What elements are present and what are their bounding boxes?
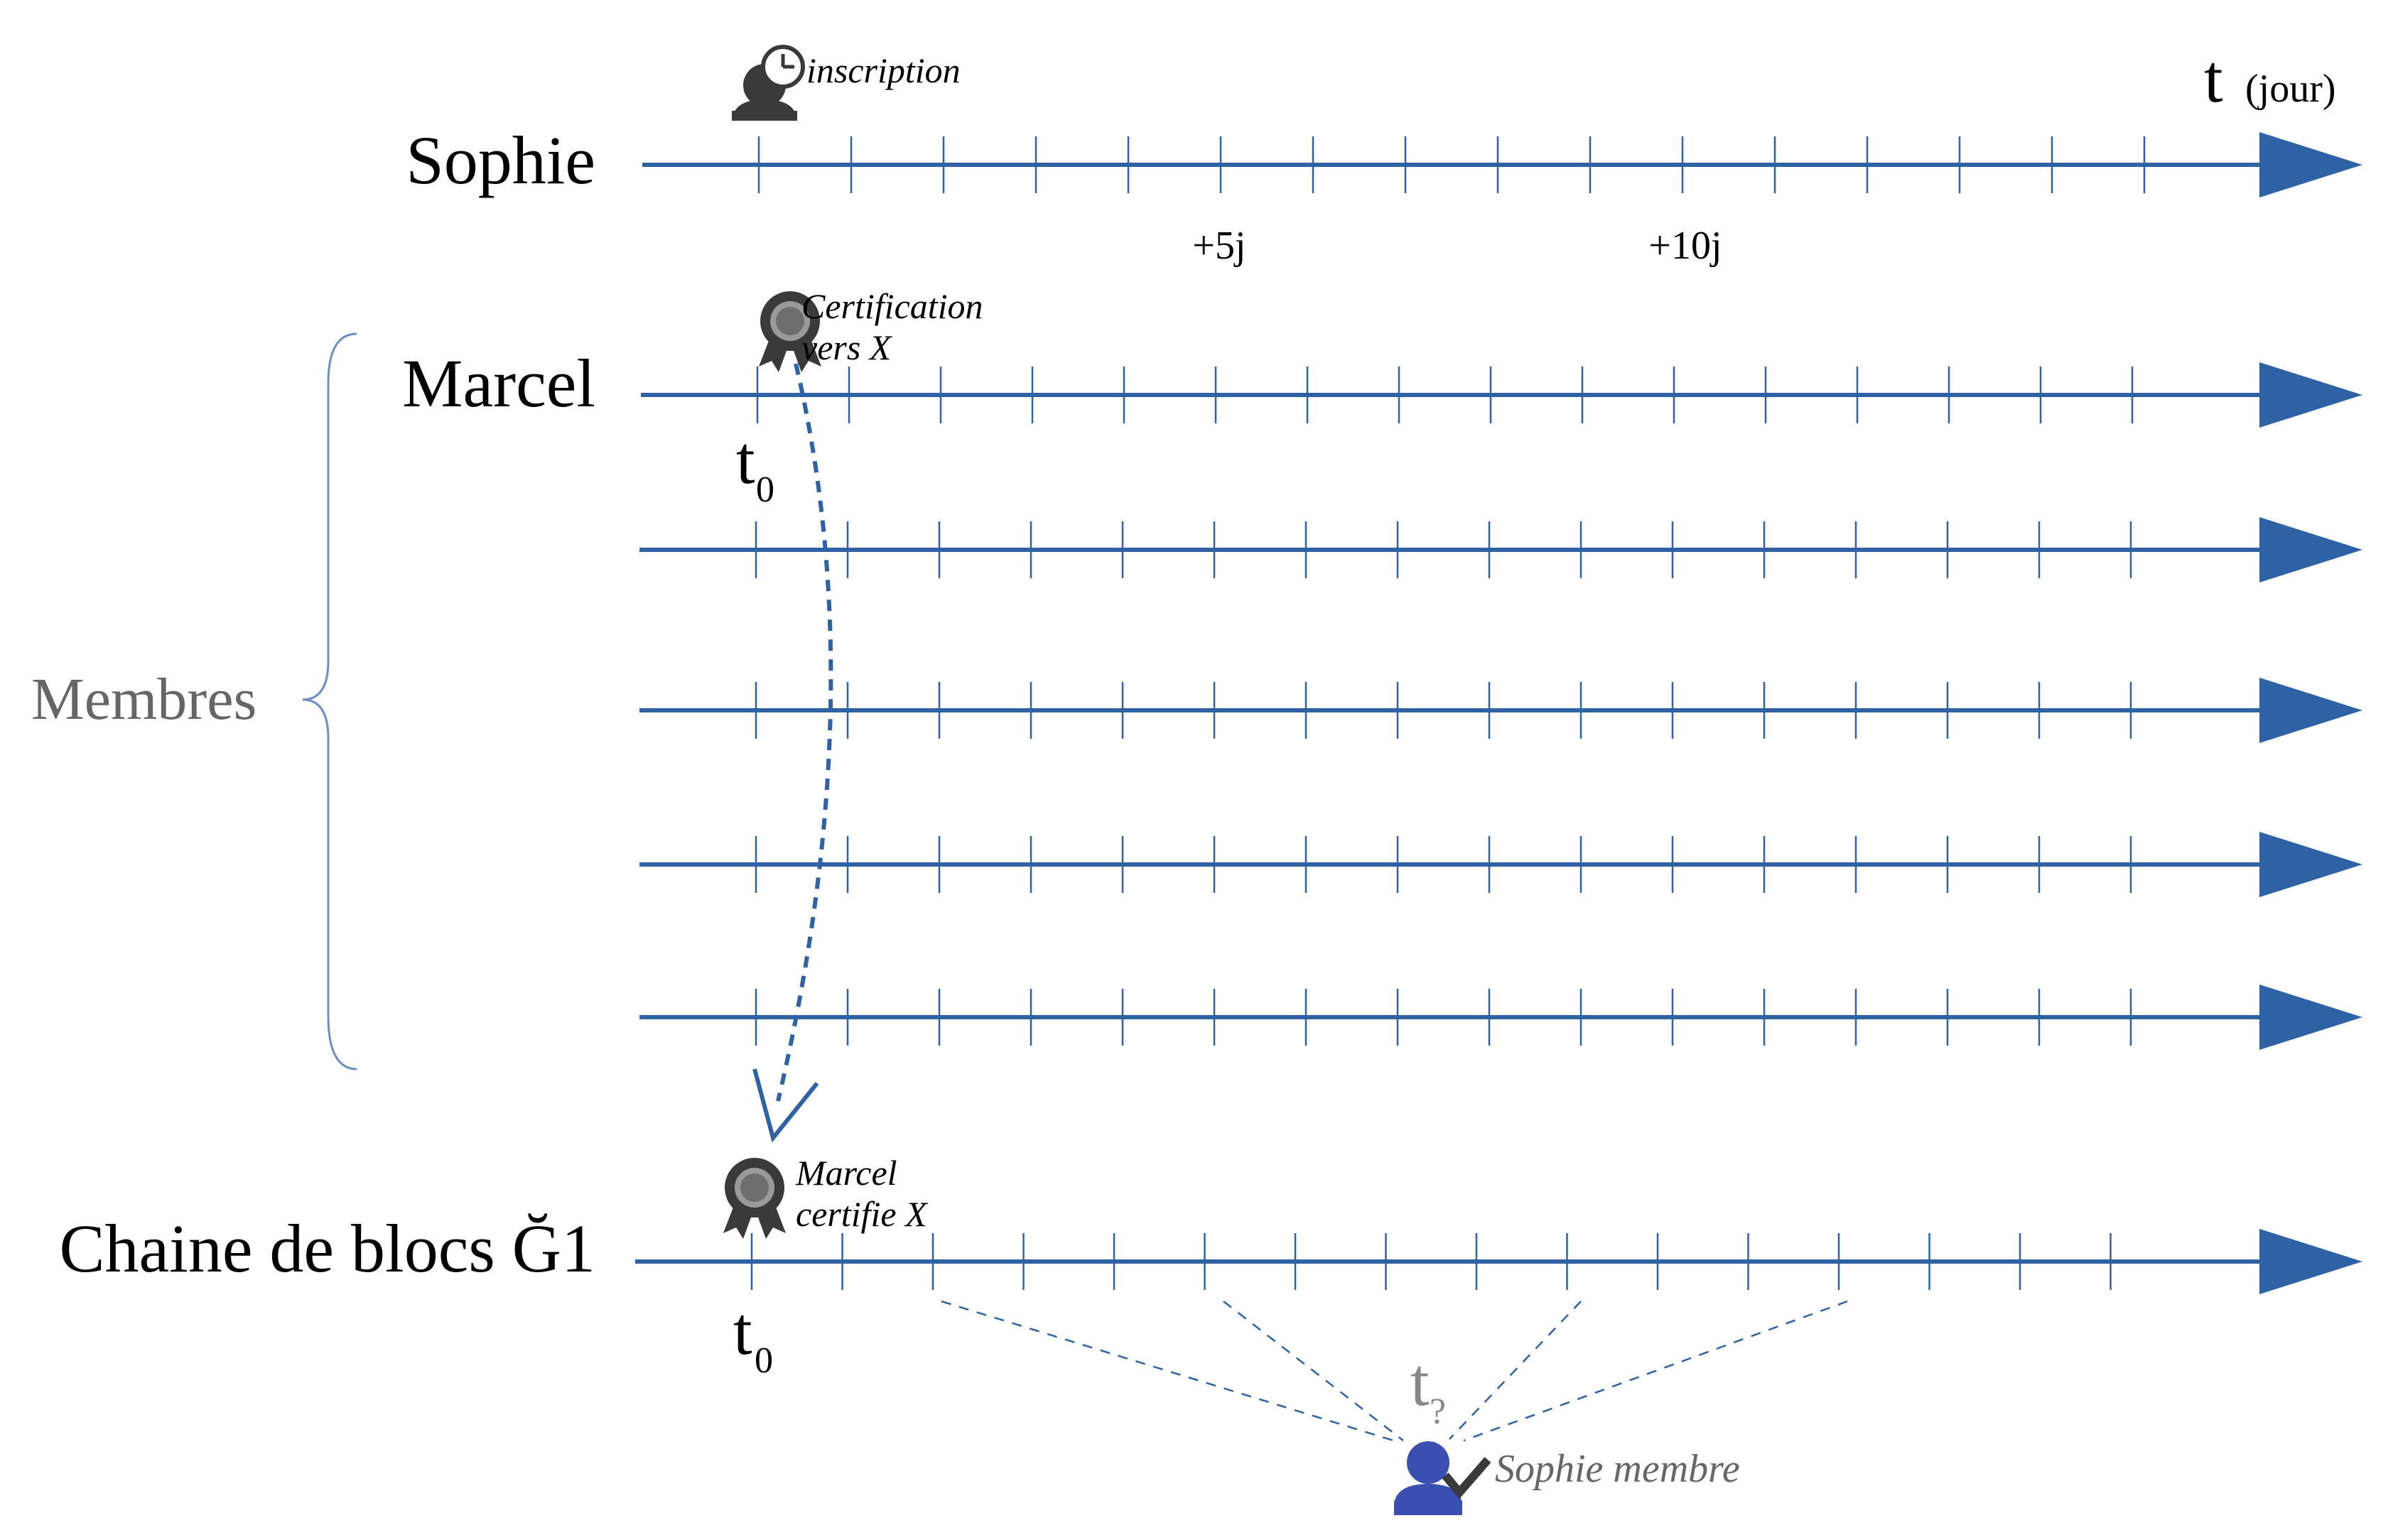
sophie-row-label: Sophie [406,122,595,198]
timeline-arrowhead [2259,678,2362,743]
member-timeline-5 [639,985,2362,1050]
award-medal-icon [759,291,821,372]
membership-time-label: t [1410,1344,1430,1420]
sophie-member-label: Sophie membre [1495,1447,1740,1491]
certification-propagation-arrow [776,363,833,1102]
timeline-arrowhead [2259,832,2362,897]
membership-candidate-lines [941,1300,1848,1443]
marcel-t0-label: t [736,422,755,498]
blockchain-t0-subscript: 0 [755,1340,773,1381]
inscription-label: inscription [806,50,961,90]
user-check-icon [1394,1441,1491,1515]
timeline-arrowhead [2259,362,2362,428]
time-axis-label: t [2204,40,2223,116]
blockchain-row-label: Chaine de blocs Ğ1 [60,1210,596,1286]
timeline-arrowhead [2259,985,2362,1050]
tick-label-5-days: +5j [1192,224,1246,268]
propagation-arrowhead [752,1068,819,1143]
membership-time-subscript: ? [1430,1392,1446,1432]
award-medal-icon [723,1158,786,1239]
blockchain-event-label-line1: Marcel [795,1153,897,1193]
marcel-row-label: Marcel [402,345,595,421]
certification-label-line2: vers X [801,327,893,367]
tick-label-10-days: +10j [1648,224,1722,268]
marcel-timeline [641,362,2362,428]
marcel-t0-subscript: 0 [756,470,774,510]
timeline-arrowhead [2259,132,2362,197]
members-group-label: Membres [31,666,256,732]
blockchain-event-label-line2: certifie X [796,1194,929,1234]
timeline-arrowhead [2259,1229,2362,1294]
time-unit-label: (jour) [2245,67,2336,111]
member-timeline-3 [639,678,2362,743]
member-timeline-2 [639,517,2362,582]
member-timeline-4 [639,832,2362,897]
timelines [635,132,2362,1294]
certification-label-line1: Certification [801,286,983,326]
user-clock-icon [732,45,805,121]
blockchain-timeline [635,1229,2362,1294]
blockchain-t0-label: t [733,1293,752,1369]
timeline-arrowhead [2259,517,2362,582]
sophie-timeline [642,132,2362,197]
members-brace [302,332,357,1070]
